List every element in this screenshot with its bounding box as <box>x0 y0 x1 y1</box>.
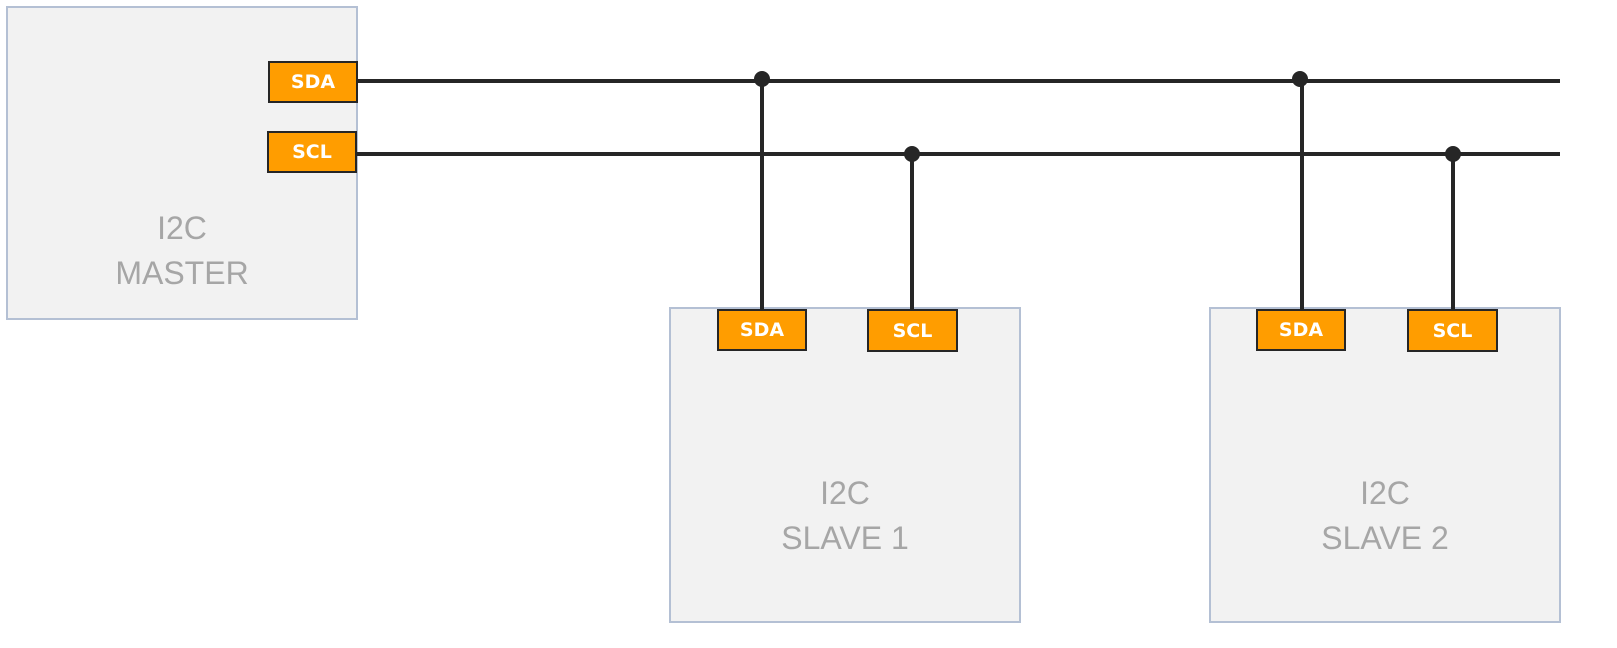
master-label-line1: I2C <box>157 210 207 246</box>
slave2-label: I2C SLAVE 2 <box>1211 471 1559 561</box>
i2c-slave1-device: I2C SLAVE 1 <box>669 307 1021 623</box>
slave2-scl-pin: SCL <box>1407 309 1498 352</box>
slave2-scl-junction-dot <box>1445 146 1461 162</box>
slave1-sda-junction-dot <box>754 71 770 87</box>
master-scl-pin: SCL <box>267 131 357 173</box>
master-sda-pin: SDA <box>268 61 358 103</box>
slave1-scl-pin: SCL <box>867 309 958 352</box>
master-label-line2: MASTER <box>115 255 249 291</box>
slave2-sda-pin: SDA <box>1256 309 1346 351</box>
slave1-label-line2: SLAVE 1 <box>781 520 909 556</box>
slave1-sda-pin: SDA <box>717 309 807 351</box>
slave2-label-line1: I2C <box>1360 475 1410 511</box>
i2c-slave2-device: I2C SLAVE 2 <box>1209 307 1561 623</box>
master-label: I2C MASTER <box>8 206 356 296</box>
slave2-sda-junction-dot <box>1292 71 1308 87</box>
slave1-label: I2C SLAVE 1 <box>671 471 1019 561</box>
slave2-label-line2: SLAVE 2 <box>1321 520 1449 556</box>
slave1-scl-junction-dot <box>904 146 920 162</box>
slave1-label-line1: I2C <box>820 475 870 511</box>
